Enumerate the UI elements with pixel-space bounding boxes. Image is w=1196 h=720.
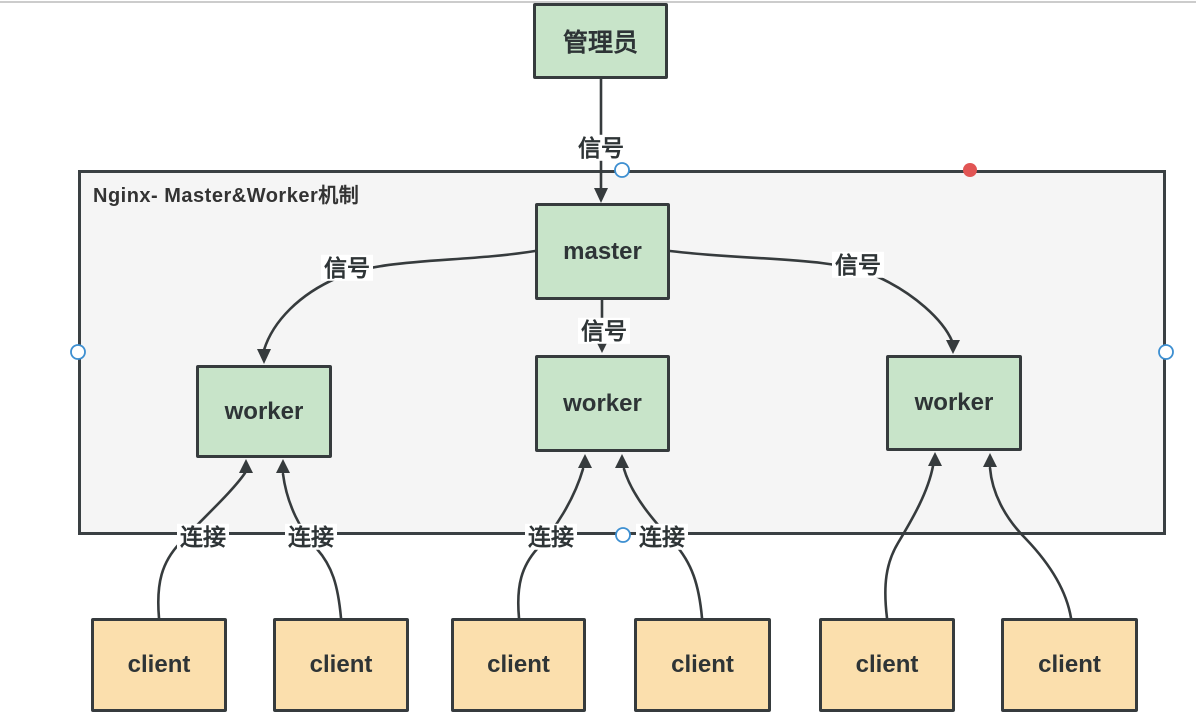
edge-master-worker-left — [262, 249, 537, 352]
node-master-label: master — [563, 237, 642, 265]
node-client-1-label: client — [127, 651, 191, 678]
edge-label-signal-master-worker-middle[interactable]: 信号 — [578, 317, 630, 345]
node-worker-right[interactable]: worker — [886, 355, 1022, 451]
edge-label-signal-admin-master[interactable]: 信号 — [575, 134, 627, 162]
node-admin-label: 管理员 — [562, 29, 638, 57]
edge-admin-master-arrowhead — [594, 188, 608, 203]
edge-label-conn-client4[interactable]: 连接 — [636, 523, 688, 551]
anchor-handle-top[interactable] — [614, 162, 630, 178]
edge-client3-worker-middle-arrowhead — [578, 454, 592, 468]
anchor-handle-bottom[interactable] — [615, 527, 631, 543]
edge-client6-worker-right — [988, 466, 1073, 620]
anchor-handle-left[interactable] — [70, 344, 86, 360]
group-title: Nginx- Master&Worker机制 — [93, 185, 360, 207]
node-worker-middle-label: worker — [563, 389, 642, 417]
node-client-4[interactable]: client — [634, 618, 771, 712]
node-client-6-label: client — [1038, 651, 1101, 678]
node-client-3-label: client — [487, 651, 550, 678]
edge-label-signal-master-worker-right[interactable]: 信号 — [832, 251, 884, 279]
node-client-1[interactable]: client — [91, 618, 227, 712]
node-client-4-label: client — [671, 651, 734, 678]
edge-client4-worker-middle-arrowhead — [615, 454, 629, 468]
node-worker-left[interactable]: worker — [196, 365, 332, 458]
edge-master-worker-left-arrowhead — [257, 349, 271, 364]
node-worker-left-label: worker — [224, 397, 304, 425]
red-point-marker — [963, 163, 977, 177]
node-client-5-label: client — [855, 651, 919, 678]
edge-client6-worker-right-arrowhead — [983, 453, 997, 467]
edge-label-conn-client3[interactable]: 连接 — [525, 523, 577, 551]
node-worker-right-label: worker — [914, 389, 994, 416]
node-admin[interactable]: 管理员 — [533, 3, 668, 79]
node-client-6[interactable]: client — [1001, 618, 1138, 712]
edge-client1-worker-left-arrowhead — [239, 459, 253, 473]
edge-label-signal-master-worker-left[interactable]: 信号 — [321, 254, 373, 282]
edge-label-conn-client1[interactable]: 连接 — [177, 523, 229, 551]
node-client-2-label: client — [309, 651, 373, 678]
page-top-border — [0, 1, 1196, 3]
edge-client5-worker-right-arrowhead — [928, 452, 942, 466]
edge-label-conn-client2[interactable]: 连接 — [285, 523, 337, 551]
edge-master-worker-right — [668, 249, 954, 343]
anchor-handle-right[interactable] — [1158, 344, 1174, 360]
edge-client5-worker-right — [884, 464, 935, 620]
node-client-3[interactable]: client — [451, 618, 586, 712]
node-worker-middle[interactable]: worker — [535, 355, 670, 452]
node-client-2[interactable]: client — [273, 618, 409, 712]
edge-master-worker-right-arrowhead — [946, 340, 960, 354]
node-master[interactable]: master — [535, 203, 670, 300]
edge-client2-worker-left-arrowhead — [276, 459, 290, 473]
node-client-5[interactable]: client — [819, 618, 955, 712]
